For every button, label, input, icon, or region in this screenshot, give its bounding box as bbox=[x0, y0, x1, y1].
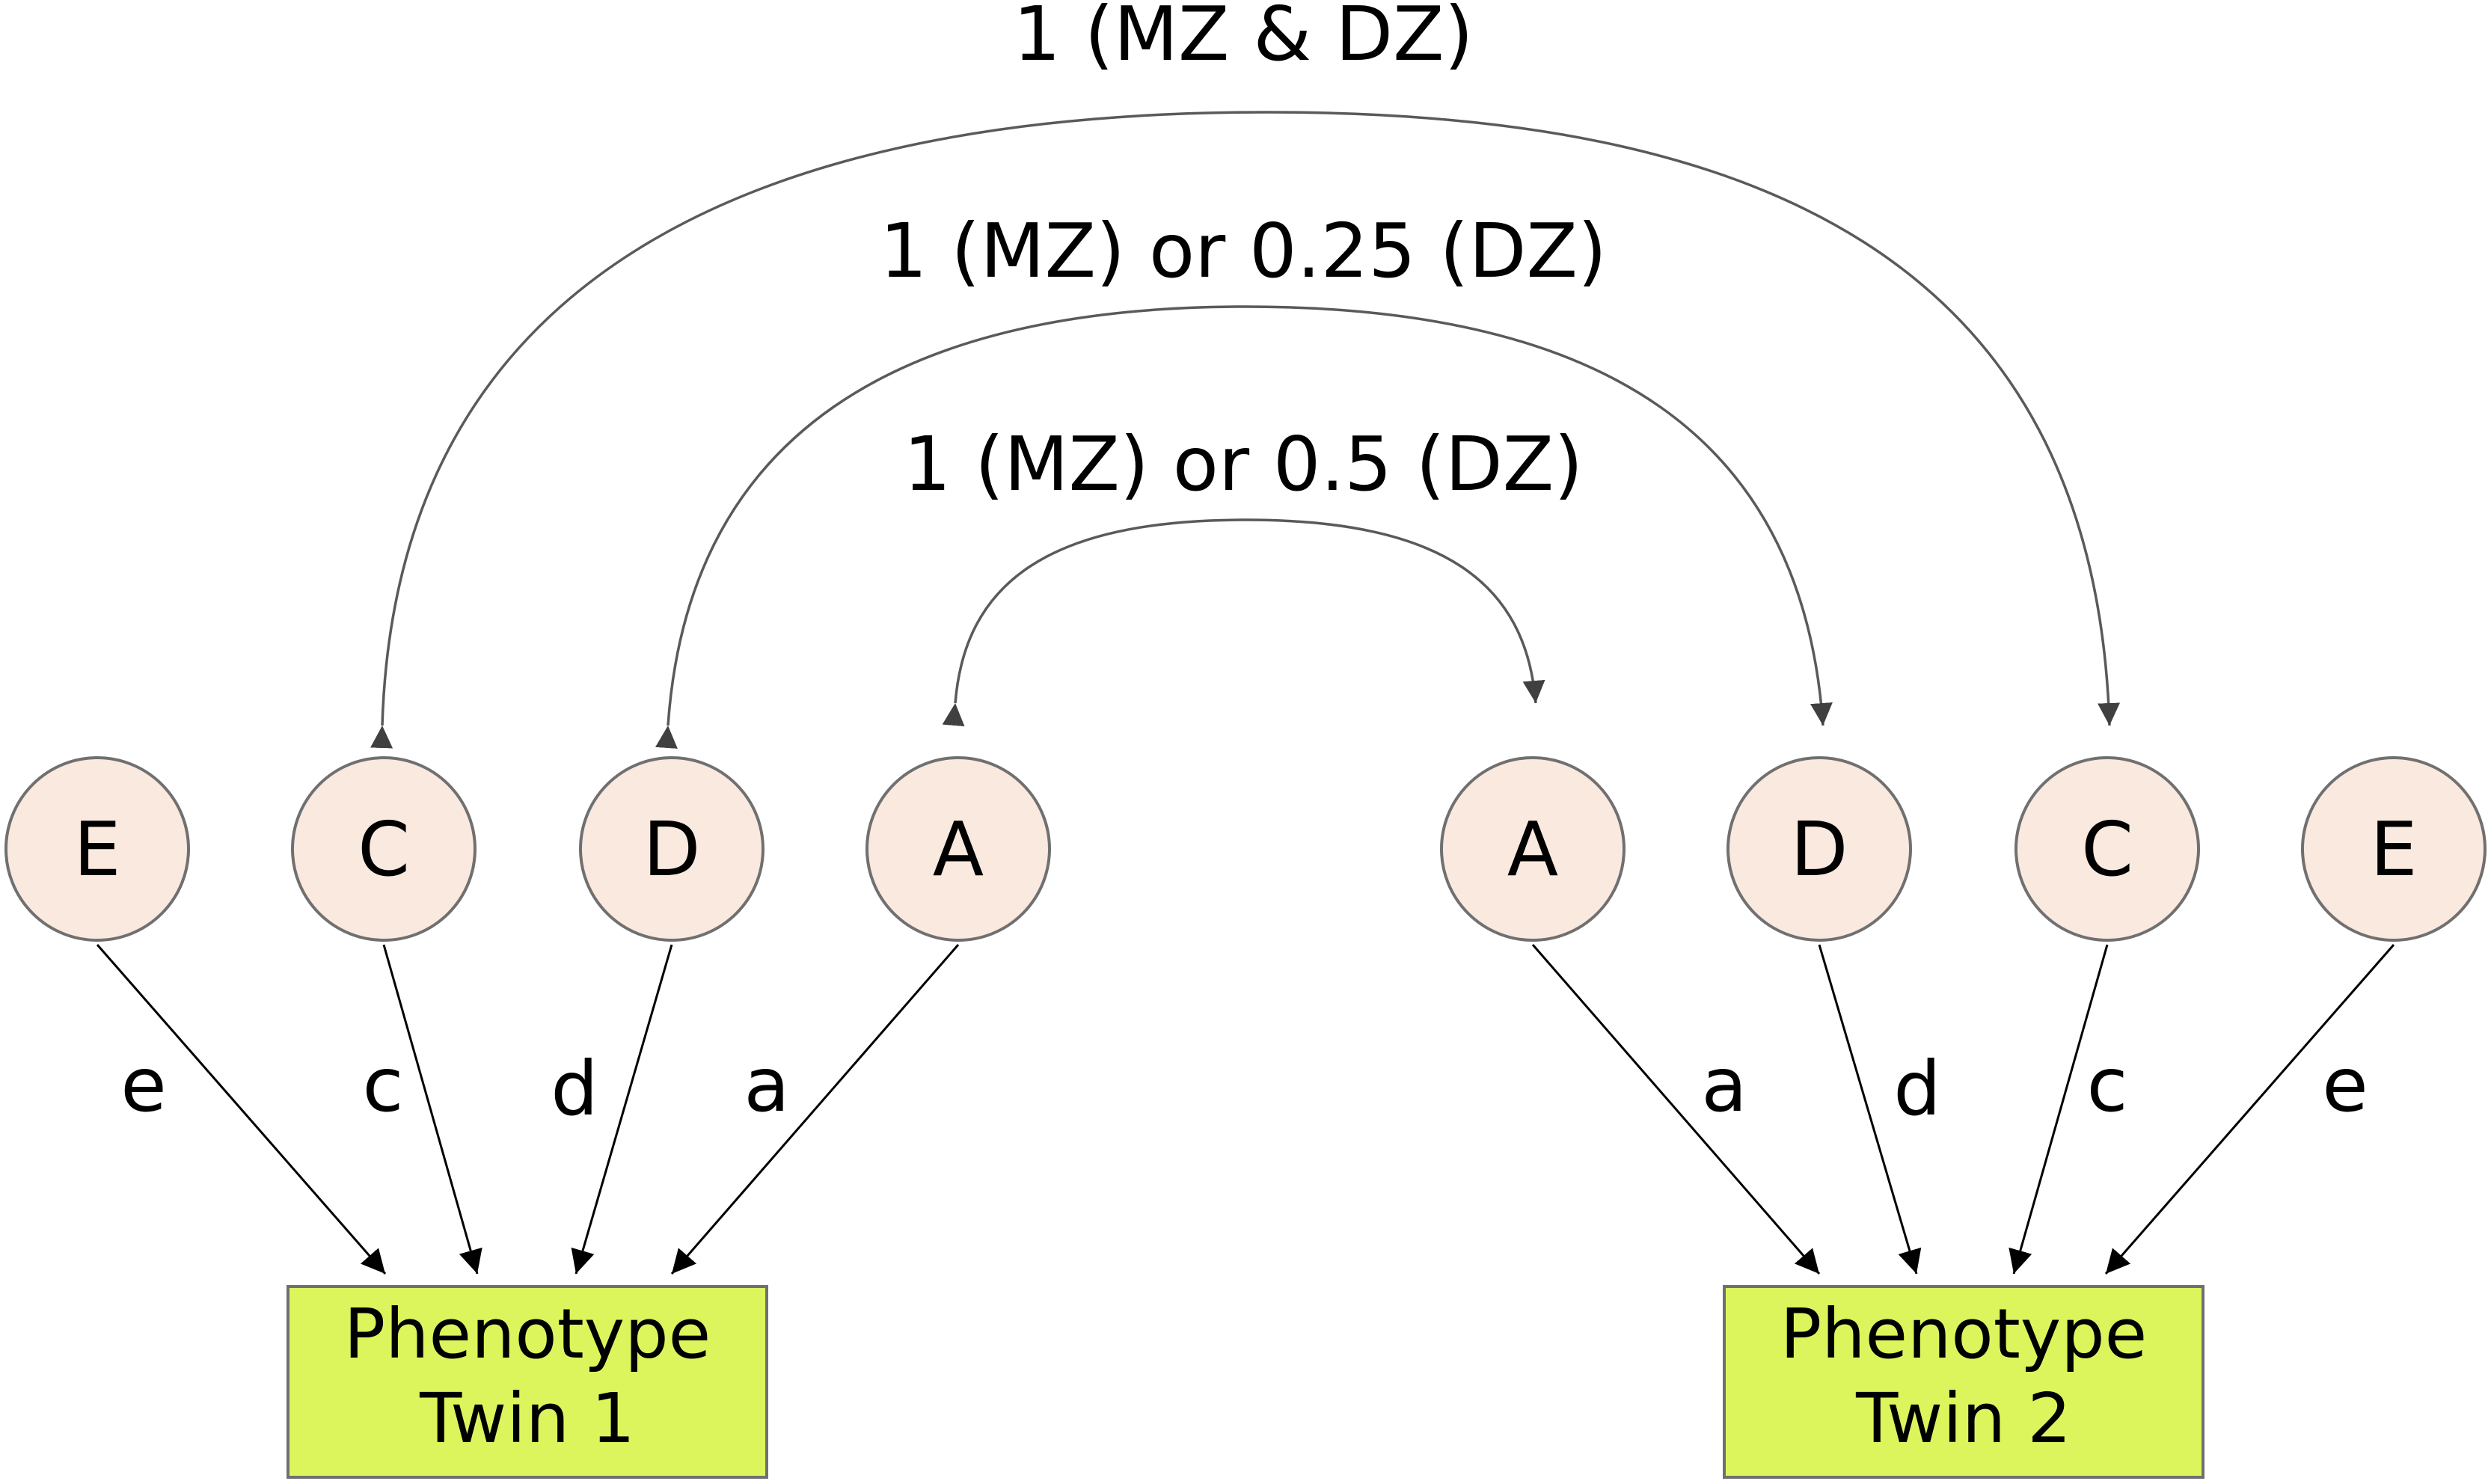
svg-text:E: E bbox=[2370, 806, 2417, 893]
node-e-twin1: E bbox=[4, 756, 190, 942]
arc-d-correlation bbox=[655, 305, 1833, 749]
path-c-twin1 bbox=[382, 944, 482, 1275]
path-label-a-twin2: a bbox=[1701, 1041, 1747, 1129]
svg-text:D: D bbox=[643, 806, 700, 893]
path-label-d-twin1: d bbox=[551, 1045, 598, 1132]
node-a-twin2: A bbox=[1440, 756, 1626, 942]
path-c-twin2 bbox=[2009, 944, 2109, 1275]
svg-text:D: D bbox=[1790, 806, 1848, 893]
arc-c-correlation bbox=[370, 111, 2121, 749]
node-d-twin2: D bbox=[1726, 756, 1912, 942]
svg-text:A: A bbox=[933, 806, 984, 893]
path-a-twin2 bbox=[1531, 944, 1821, 1275]
svg-text:Twin 2: Twin 2 bbox=[1855, 1379, 2071, 1459]
svg-text:A: A bbox=[1507, 806, 1558, 893]
node-c-twin1: C bbox=[291, 756, 477, 942]
node-c-twin2: C bbox=[2014, 756, 2200, 942]
arc-a-correlation bbox=[942, 518, 1545, 727]
svg-text:C: C bbox=[358, 806, 410, 893]
label-c-correlation: 1 (MZ & DZ) bbox=[1013, 0, 1473, 78]
path-e-twin2 bbox=[2104, 944, 2395, 1275]
phenotype-box-twin1: Phenotype Twin 1 bbox=[287, 1285, 768, 1479]
path-a-twin1 bbox=[670, 944, 960, 1275]
svg-text:Twin 1: Twin 1 bbox=[419, 1379, 635, 1459]
path-label-c-twin2: c bbox=[2087, 1041, 2128, 1129]
path-e-twin1 bbox=[96, 944, 387, 1275]
path-label-a-twin1: a bbox=[744, 1041, 789, 1129]
svg-text:Phenotype: Phenotype bbox=[344, 1294, 711, 1374]
svg-text:Phenotype: Phenotype bbox=[1780, 1294, 2148, 1374]
path-label-d-twin2: d bbox=[1893, 1045, 1940, 1132]
path-label-c-twin1: c bbox=[363, 1041, 404, 1129]
path-label-e-twin1: e bbox=[120, 1041, 167, 1129]
node-a-twin1: A bbox=[865, 756, 1051, 942]
label-a-correlation: 1 (MZ) or 0.5 (DZ) bbox=[904, 420, 1583, 508]
phenotype-box-twin2: Phenotype Twin 2 bbox=[1723, 1285, 2204, 1479]
path-d-twin1 bbox=[571, 944, 673, 1275]
path-label-e-twin2: e bbox=[2322, 1041, 2368, 1129]
label-d-correlation: 1 (MZ) or 0.25 (DZ) bbox=[880, 207, 1607, 295]
node-d-twin1: D bbox=[579, 756, 765, 942]
node-e-twin2: E bbox=[2301, 756, 2487, 942]
svg-text:C: C bbox=[2081, 806, 2133, 893]
svg-text:E: E bbox=[73, 806, 120, 893]
path-d-twin2 bbox=[1818, 944, 1922, 1275]
